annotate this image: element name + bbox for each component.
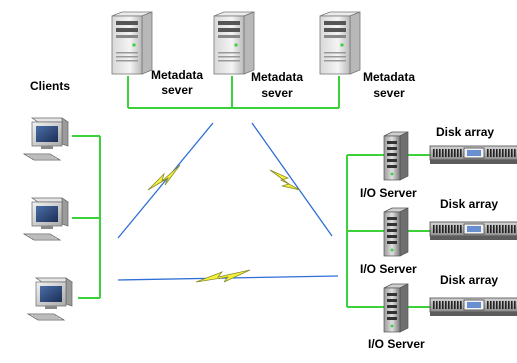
disk-array-icon-3 <box>429 297 517 317</box>
clients-label: Clients <box>30 79 71 93</box>
disk-array-label-3: Disk array <box>440 273 499 287</box>
client-links <box>72 135 101 299</box>
io-server-icon-1 <box>383 131 409 181</box>
io-server-icon-2 <box>383 207 409 257</box>
metadata-server-label-1-line-1: Metadata <box>150 68 204 82</box>
metadata-server-label-2-line-2: sever <box>261 86 293 100</box>
metadata-server-icon-3 <box>319 11 361 75</box>
lightning-bolt-icon <box>195 269 251 283</box>
metadata-server-icon-1 <box>111 11 153 75</box>
disk-array-icon-2 <box>429 221 517 241</box>
client-computer-icon-3 <box>27 277 73 321</box>
client-computer-icon-1 <box>23 117 69 161</box>
client-computer-icon-2 <box>23 197 69 241</box>
disk-array-label-2: Disk array <box>440 197 499 211</box>
lightning-bolt-icon <box>269 169 301 191</box>
io-server-label-3: I/O Server <box>368 337 425 351</box>
metadata-server-label-1-line-2: sever <box>161 83 193 97</box>
lightning-bolt-icon <box>147 164 181 191</box>
io-server-label-2: I/O Server <box>360 262 417 276</box>
io-links <box>346 154 430 308</box>
io-server-label-1: I/O Server <box>360 186 417 200</box>
disk-array-label-1: Disk array <box>436 125 495 139</box>
metadata-server-label-2-line-1: Metadata <box>250 70 304 84</box>
metadata-server-label-3-line-1: Metadata <box>362 70 416 84</box>
metadata-links <box>127 76 340 109</box>
wireless-link-right <box>251 122 333 237</box>
io-server-icon-3 <box>383 283 409 333</box>
metadata-server-label-3-line-2: sever <box>373 86 405 100</box>
metadata-server-icon-2 <box>213 11 255 75</box>
disk-array-icon-1 <box>429 145 517 165</box>
wireless-link-bottom <box>117 269 339 283</box>
wireless-link-left <box>117 122 214 239</box>
